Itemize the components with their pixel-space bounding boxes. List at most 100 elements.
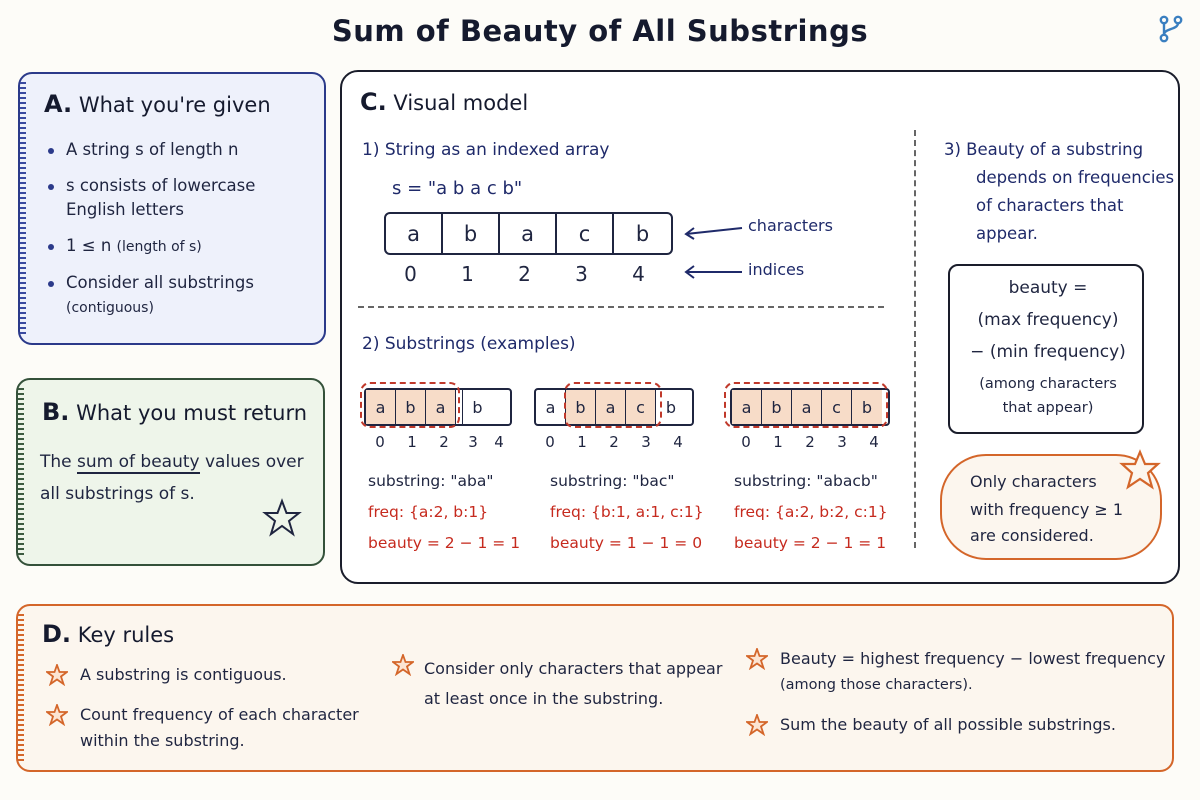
list-item: s consists of lowercase English letters — [44, 174, 314, 222]
example-text: substring: "abacb" freq: {a:2, b:2, c:1}… — [734, 466, 888, 559]
example-cell: a — [366, 390, 396, 424]
array-cell: a — [500, 214, 557, 253]
given-heading: A. What you're given — [44, 90, 271, 118]
part1-heading: 1) String as an indexed array — [362, 140, 610, 160]
example-beauty: beauty = 2 − 1 = 1 — [734, 534, 887, 552]
substring-example: a b a b 0 1 2 3 4 — [360, 382, 512, 451]
part3-heading-line: of characters that — [976, 196, 1124, 215]
example-cell: b — [462, 390, 492, 424]
rule-line: within the substring. — [80, 731, 245, 750]
git-branch-icon — [1159, 15, 1183, 43]
rule-line: Consider only characters that appear — [424, 659, 723, 678]
key-rules-heading: D. Key rules — [42, 620, 174, 648]
section-letter: A. — [44, 90, 73, 118]
return-text-emphasis: sum of beauty — [77, 452, 200, 474]
section-letter: B. — [42, 398, 70, 426]
example-index: 4 — [673, 433, 683, 451]
star-icon — [46, 704, 68, 726]
string-literal: s = "a b a c b" — [392, 178, 523, 199]
index-label: 4 — [632, 262, 645, 286]
example-substring: substring: "bac" — [550, 472, 675, 490]
list-item-text: 1 ≤ n — [66, 236, 112, 255]
example-text: substring: "bac" freq: {b:1, a:1, c:1} b… — [550, 466, 704, 559]
example-cell: a — [792, 390, 822, 424]
rule-line: (among those characters). — [780, 677, 973, 693]
example-index: 2 — [439, 433, 449, 451]
example-cell: c — [822, 390, 852, 424]
callout-line: are considered. — [970, 526, 1094, 545]
formula-note-line: that appear) — [1002, 400, 1094, 416]
example-index: 2 — [609, 433, 619, 451]
example-substring: substring: "aba" — [368, 472, 494, 490]
visual-model-heading: C. Visual model — [360, 88, 528, 116]
example-cell: a — [596, 390, 626, 424]
example-cell: b — [396, 390, 426, 424]
rule-item: Consider only characters that appear at … — [424, 654, 722, 714]
substring-highlight — [360, 382, 460, 428]
return-text-post: values over all substrings of s. — [40, 452, 304, 504]
example-text: substring: "aba" freq: {a:2, b:1} beauty… — [368, 466, 520, 559]
example-index: 3 — [468, 433, 478, 451]
section-heading-text: Visual model — [393, 91, 529, 115]
index-label: 1 — [461, 262, 474, 286]
list-item-note: (length of s) — [116, 239, 202, 255]
example-cell: b — [665, 397, 677, 417]
section-heading-text: What you must return — [76, 401, 308, 425]
section-heading-text: What you're given — [78, 93, 271, 117]
list-item-text: Consider all substrings — [66, 273, 254, 292]
array-cell: b — [443, 214, 500, 253]
formula-line: − (min frequency) — [970, 342, 1126, 362]
list-item-text: s consists of lowercase English letters — [66, 176, 256, 219]
rule-item: Sum the beauty of all possible substring… — [780, 712, 1116, 738]
part2-heading: 2) Substrings (examples) — [362, 334, 576, 354]
return-heading: B. What you must return — [42, 398, 307, 426]
example-indices: 0 1 2 3 4 — [534, 433, 694, 451]
formula-line: beauty = — [1008, 278, 1088, 298]
example-substring: substring: "abacb" — [734, 472, 878, 490]
array-cell: a — [386, 214, 443, 253]
example-array: a b a c b — [730, 388, 890, 426]
arrow-left-icon — [684, 265, 742, 279]
star-icon — [392, 654, 414, 676]
example-index: 2 — [805, 433, 815, 451]
star-icon — [746, 648, 768, 670]
card-hatch — [18, 614, 24, 762]
example-cell: b — [852, 390, 882, 424]
example-index: 3 — [837, 433, 847, 451]
example-indices: 0 1 2 3 4 — [364, 433, 512, 451]
example-freq: freq: {a:2, b:1} — [368, 503, 489, 521]
example-indices: 0 1 2 3 4 — [730, 433, 890, 451]
callout-line: with frequency ≥ 1 — [970, 500, 1124, 519]
divider — [358, 306, 884, 308]
rule-item: Beauty = highest frequency − lowest freq… — [780, 646, 1165, 698]
formula-line: (max frequency) — [977, 310, 1119, 330]
example-index: 1 — [773, 433, 783, 451]
given-card: A. What you're given A string s of lengt… — [18, 72, 326, 345]
array-cell: b — [635, 221, 650, 246]
return-card: B. What you must return The sum of beaut… — [16, 378, 325, 566]
example-cell: a — [536, 390, 566, 424]
card-hatch — [18, 388, 24, 556]
index-label: 3 — [575, 262, 588, 286]
substring-highlight — [564, 382, 662, 428]
rule-item: Count frequency of each character within… — [80, 702, 359, 754]
example-cell: a — [732, 390, 762, 424]
list-item-text: A string s of length n — [66, 140, 239, 159]
example-cell: c — [626, 390, 656, 424]
list-item: 1 ≤ n (length of s) — [44, 234, 314, 259]
section-letter: C. — [360, 88, 387, 116]
star-icon — [1119, 449, 1161, 490]
divider — [914, 130, 916, 548]
list-item: Consider all substrings (contiguous) — [44, 271, 314, 320]
beauty-formula-box: beauty = (max frequency) − (min frequenc… — [948, 264, 1144, 434]
rule-line: Sum the beauty of all possible substring… — [780, 715, 1116, 734]
list-item-note: (contiguous) — [66, 300, 154, 316]
callout-line: Only characters — [970, 472, 1097, 491]
example-index: 0 — [375, 433, 385, 451]
rule-line: at least once in the substring. — [424, 689, 664, 708]
star-icon — [46, 664, 68, 686]
part3-heading: 3) Beauty of a substring depends on freq… — [944, 136, 1174, 248]
formula-note-line: (among characters — [979, 376, 1117, 392]
visual-model-card: C. Visual model 1) String as an indexed … — [340, 70, 1180, 584]
example-freq: freq: {a:2, b:2, c:1} — [734, 503, 888, 521]
